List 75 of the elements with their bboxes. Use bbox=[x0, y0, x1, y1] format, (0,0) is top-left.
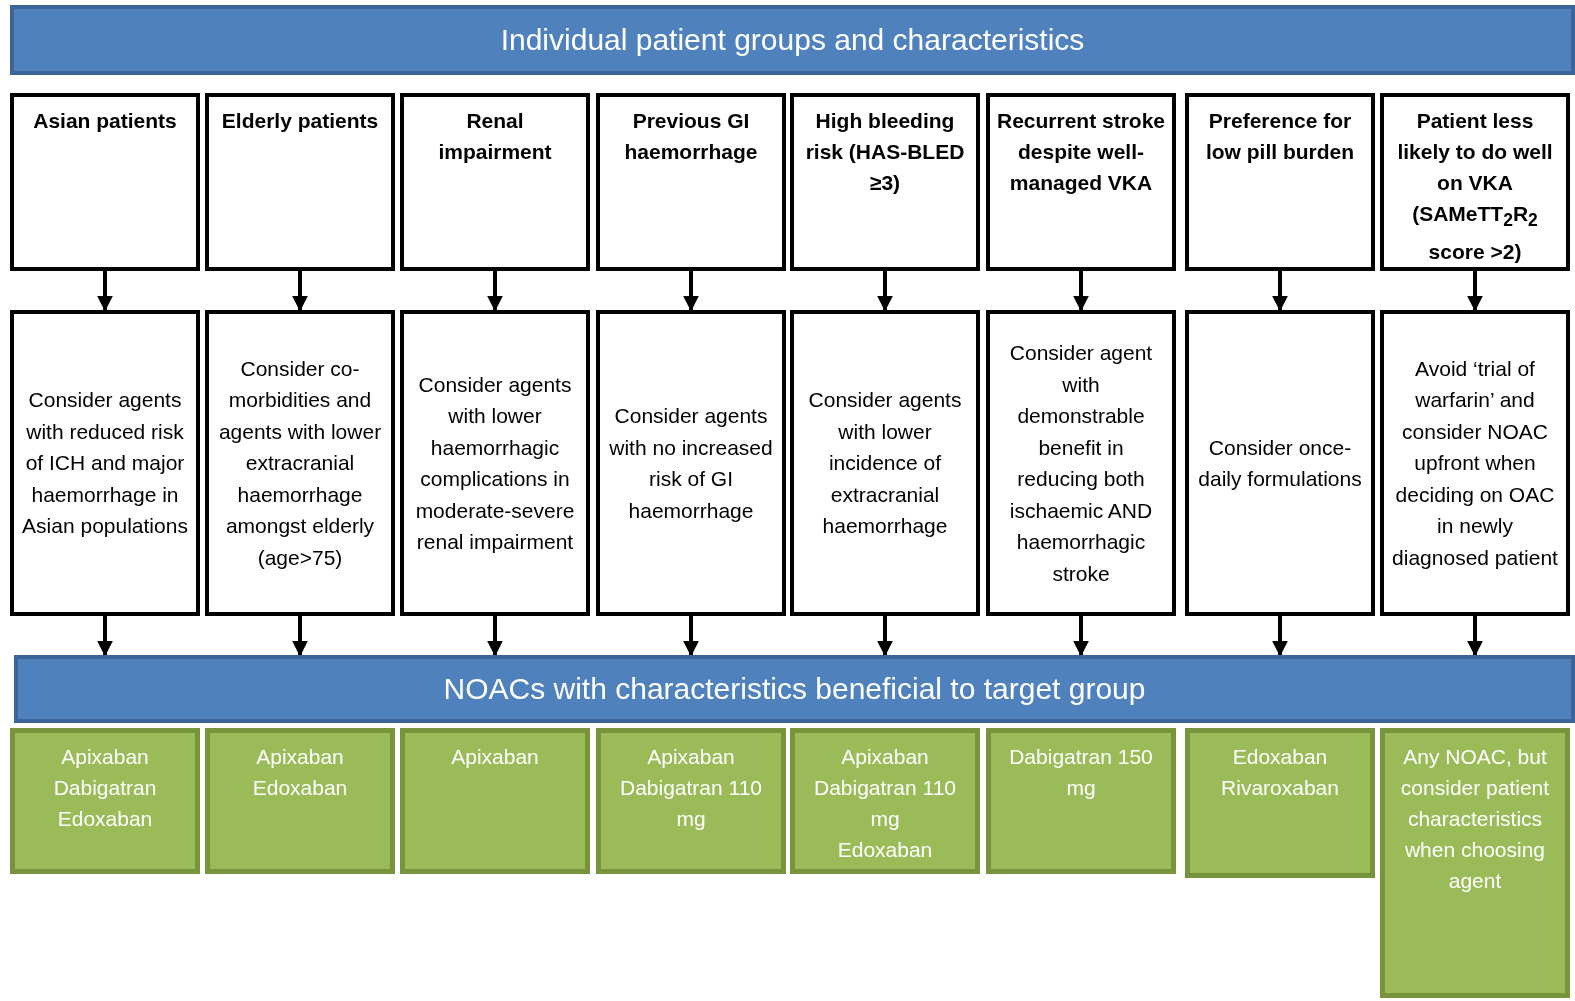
node-text: Dabigatran 150 mg bbox=[1008, 744, 1154, 801]
node-text: High bleeding risk (HAS-BLED ≥3) bbox=[804, 108, 966, 196]
node-text: Edoxaban bbox=[837, 837, 933, 863]
node-text: Consider agents with no increased risk of GI haemorrhage bbox=[608, 403, 774, 524]
arrow bbox=[1272, 271, 1288, 312]
node-text: Preference for low pill burden bbox=[1204, 108, 1356, 165]
drug-box bbox=[10, 728, 200, 874]
node-text: Consider co-morbidities and agents with lower extracranial haemorrhage amongst elderly (age>75) bbox=[217, 355, 383, 571]
node-text: Asian patients bbox=[33, 108, 177, 134]
arrow bbox=[877, 616, 893, 657]
drug-box bbox=[596, 728, 786, 874]
node-text: Dabigatran 110 mg bbox=[618, 775, 764, 832]
patient-group-box bbox=[596, 93, 786, 271]
node-text: Avoid ‘trial of warfarin’ and consider NOAC upfront when deciding on OAC in newly diagnosed patient bbox=[1391, 355, 1559, 571]
node-text: Consider agent with demonstrable benefit in reducing both ischaemic AND haemorrhagic stroke bbox=[1008, 340, 1154, 587]
arrow bbox=[1467, 271, 1483, 312]
node-text: Edoxaban bbox=[252, 775, 348, 801]
node-text: Apixaban bbox=[841, 744, 929, 770]
drug-box bbox=[1185, 728, 1375, 878]
arrow bbox=[1272, 616, 1288, 657]
recommendation-box bbox=[986, 310, 1176, 616]
arrow bbox=[292, 271, 308, 312]
node-text: Recurrent stroke despite well-managed VKA bbox=[996, 108, 1166, 196]
patient-group-box bbox=[205, 93, 395, 271]
node-text: Elderly patients bbox=[221, 108, 379, 134]
node-text: Dabigatran 110 mg bbox=[812, 775, 958, 832]
arrow bbox=[1073, 616, 1089, 657]
arrow bbox=[292, 616, 308, 657]
node-text: Edoxaban bbox=[57, 806, 153, 832]
node-text: Patient less likely to do well on VKA (SAMeTT$_{2}$R$_{2}$ score >2) bbox=[1396, 108, 1554, 266]
arrow bbox=[877, 271, 893, 312]
node-text: Renal impairment bbox=[437, 108, 553, 165]
node-text: Edoxaban bbox=[1232, 744, 1328, 770]
recommendation-box bbox=[10, 310, 200, 616]
drug-box bbox=[986, 728, 1176, 874]
recommendation-box bbox=[596, 310, 786, 616]
arrow bbox=[487, 616, 503, 657]
drug-box bbox=[400, 728, 590, 874]
recommendation-box bbox=[1185, 310, 1375, 616]
node-text: Rivaroxaban bbox=[1221, 775, 1339, 801]
drug-box bbox=[1380, 728, 1570, 998]
arrow bbox=[1073, 271, 1089, 312]
drug-box bbox=[205, 728, 395, 874]
band-title: Individual patient groups and characteristics bbox=[500, 23, 1085, 57]
header-band bbox=[10, 5, 1575, 75]
arrow bbox=[487, 271, 503, 312]
node-text: Apixaban bbox=[256, 744, 344, 770]
recommendation-box bbox=[1380, 310, 1570, 616]
node-text: Consider agents with lower haemorrhagic complications in moderate-severe renal impairment bbox=[414, 371, 576, 555]
node-text: Apixaban bbox=[647, 744, 735, 770]
node-text: Previous GI haemorrhage bbox=[623, 108, 759, 165]
node-text: Dabigatran bbox=[53, 775, 157, 801]
drug-box bbox=[790, 728, 980, 874]
node-text: Consider agents with reduced risk of ICH and major haemorrhage in Asian populations bbox=[21, 387, 189, 540]
patient-group-box bbox=[790, 93, 980, 271]
recommendation-box bbox=[400, 310, 590, 616]
node-text: Consider agents with lower incidence of extracranial haemorrhage bbox=[807, 387, 963, 540]
node-text: Apixaban bbox=[61, 744, 149, 770]
patient-group-box bbox=[1185, 93, 1375, 271]
node-text: Consider once-daily formulations bbox=[1197, 434, 1363, 492]
patient-group-box bbox=[986, 93, 1176, 271]
recommendation-box bbox=[790, 310, 980, 616]
recommendation-box bbox=[205, 310, 395, 616]
arrow bbox=[1467, 616, 1483, 657]
patient-group-box bbox=[1380, 93, 1570, 271]
arrow bbox=[683, 616, 699, 657]
header-band bbox=[14, 655, 1575, 723]
node-text: Any NOAC, but consider patient characteristics when choosing agent bbox=[1399, 744, 1551, 894]
arrow bbox=[97, 271, 113, 312]
patient-group-box bbox=[10, 93, 200, 271]
arrow bbox=[683, 271, 699, 312]
band-title: NOACs with characteristics beneficial to target group bbox=[443, 672, 1146, 706]
node-text: Apixaban bbox=[451, 744, 539, 770]
arrow bbox=[97, 616, 113, 657]
patient-group-box bbox=[400, 93, 590, 271]
